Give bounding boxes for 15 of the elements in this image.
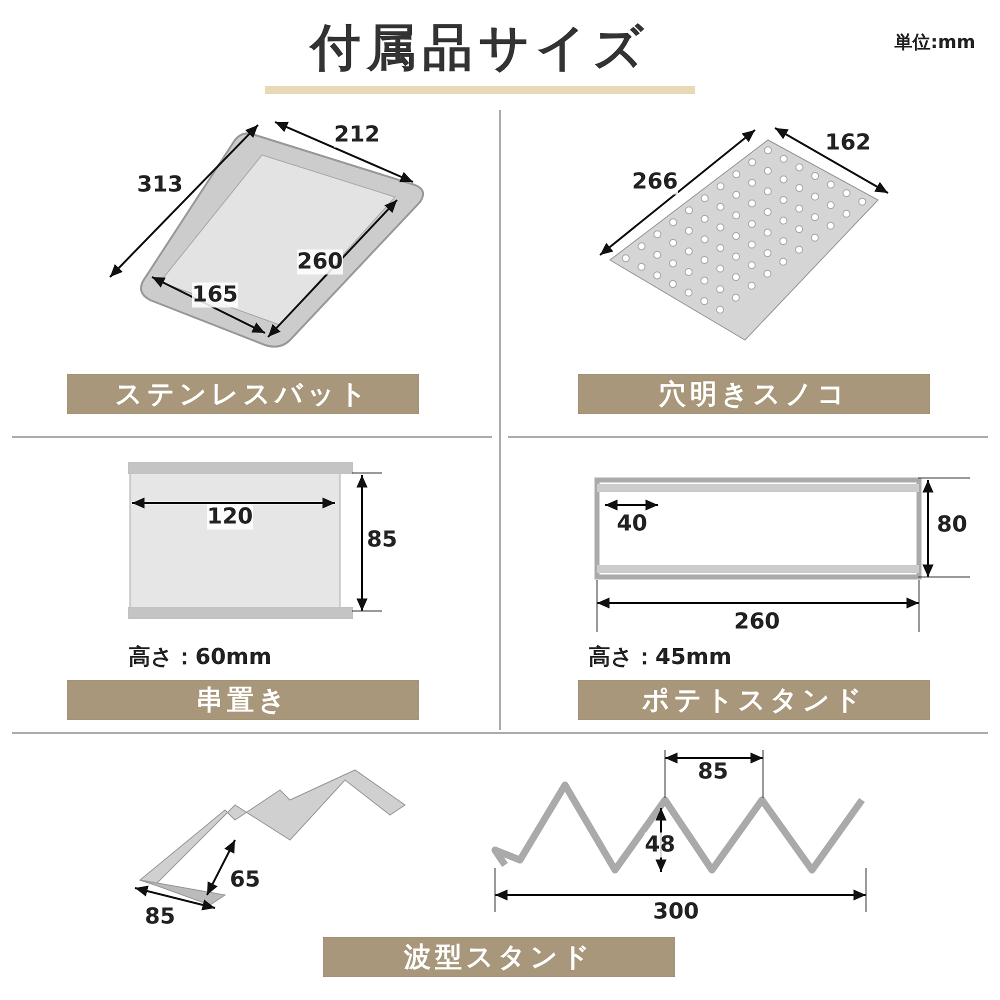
dimension-value: 165	[192, 282, 238, 308]
dimension-value: 48	[644, 832, 676, 858]
dimension-value: 260	[297, 250, 343, 274]
product-name-band: ポテトスタンド	[578, 680, 930, 720]
unit-note: 単位:mm	[894, 31, 976, 54]
dimension-value: 266	[632, 170, 678, 194]
product-name-band: 波型スタンド	[323, 937, 675, 977]
height-note: 高さ：45mm	[588, 644, 732, 672]
dimension-value: 212	[334, 122, 380, 148]
dimension-value: 120	[207, 504, 253, 530]
height-note: 高さ：60mm	[128, 644, 272, 672]
title: 付属品サイズ	[310, 18, 650, 78]
product-name-band: ステンレスバット	[67, 374, 419, 414]
product-name-band: 串置き	[67, 680, 419, 720]
product-name-band: 穴明きスノコ	[578, 374, 930, 414]
